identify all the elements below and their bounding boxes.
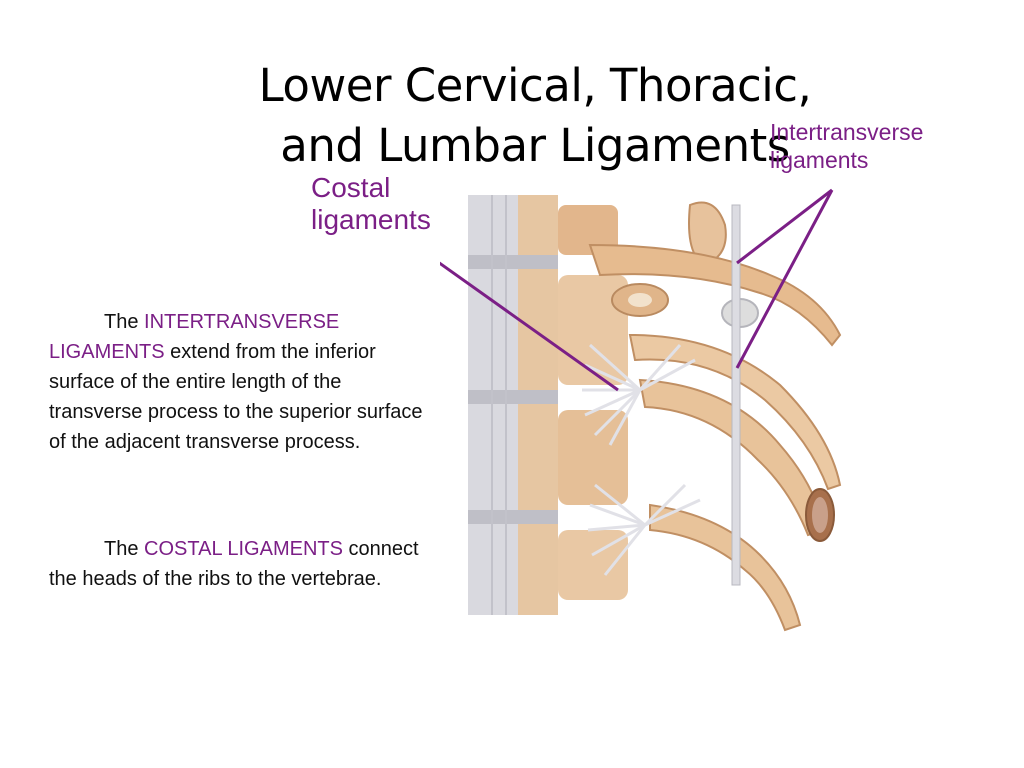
intertransverse-description: The INTERTRANSVERSE LIGAMENTS extend fro… — [49, 307, 424, 457]
slide-title: Lower Cervical, Thoracic, and Lumbar Lig… — [120, 56, 950, 176]
p2-lead: The — [104, 538, 145, 560]
intertransverse-label-line-1: Intertransverse — [770, 119, 924, 145]
intertransverse-ligament — [731, 204, 741, 586]
costal-ligament-fan-2 — [587, 483, 701, 576]
p1-highlight: INTERTRANSVERSE LIGAMENTS — [49, 311, 340, 363]
p1-rest: extend from the inferior surface of the … — [49, 341, 423, 453]
title-line-1: Lower Cervical, Thoracic, — [258, 59, 812, 112]
intertransverse-label-line-2: ligaments — [770, 147, 869, 173]
rib-1 — [588, 243, 842, 347]
rib-4 — [649, 503, 802, 632]
costal-description: The COSTAL LIGAMENTS connect the heads o… — [49, 534, 424, 594]
title-line-2: and Lumbar Ligaments — [280, 119, 790, 172]
intervertebral-disc-1 — [468, 255, 558, 269]
intertransverse-pointer-line-2 — [735, 189, 834, 369]
intervertebral-disc-3 — [468, 510, 558, 524]
costal-label-line-2: ligaments — [311, 204, 431, 235]
p1-lead: The — [104, 311, 145, 333]
intertransverse-ligaments-label: Intertransverse ligaments — [770, 118, 923, 174]
intervertebral-disc-2 — [468, 390, 558, 404]
costal-pointer-line — [440, 261, 619, 392]
p2-highlight: COSTAL LIGAMENTS — [144, 538, 343, 560]
spine-ligaments-illustration — [440, 185, 890, 635]
p2-rest: connect the heads of the ribs to the ver… — [49, 538, 419, 590]
spine-illustration-svg — [440, 188, 842, 632]
costal-ligaments-label: Costal ligaments — [311, 172, 431, 236]
intertransverse-pointer-line-1 — [736, 188, 833, 265]
costal-ligament-fan-1 — [582, 343, 696, 446]
costal-label-line-1: Costal — [311, 172, 391, 203]
